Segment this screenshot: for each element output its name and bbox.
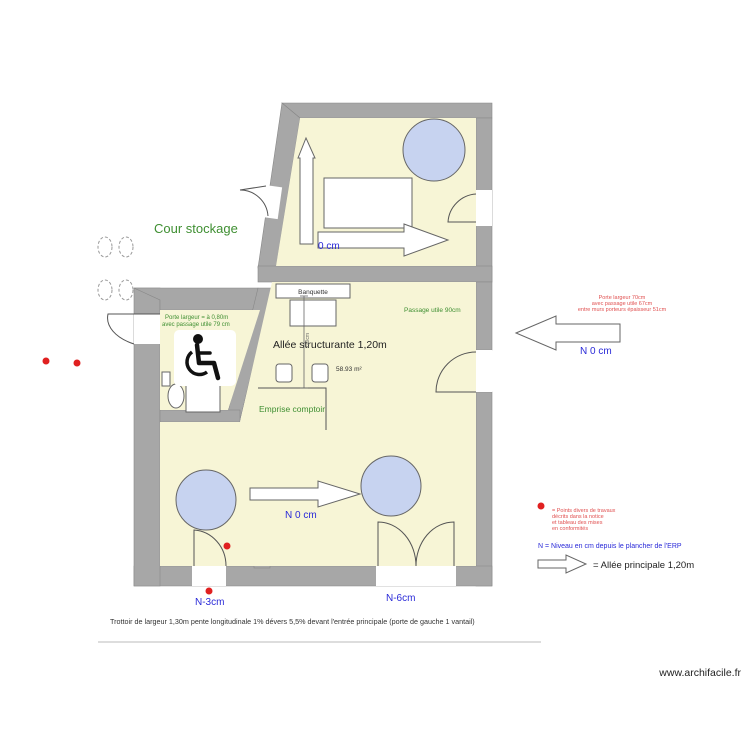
footer-note: Trottoir de largeur 1,30m pente longitud… [110,617,475,626]
label-porte-largeur-l1: Porte largeur = à 0,80m [165,315,228,321]
label-porte-largeur-l2: avec passage utile 79 cm [162,322,230,328]
doors [107,185,477,567]
label-cour-stockage: Cour stockage [154,221,238,236]
direction-arrow [297,136,316,245]
stool-right [311,363,329,383]
wc-sink [161,371,171,387]
label-porte-right-l1: Porte largeur 70cm [599,295,646,301]
door-entrance-right-b [415,521,455,567]
stool-left [275,363,293,383]
door-openings [134,184,492,586]
red-points [42,357,545,595]
level-main-room: N 0 cm [285,510,317,521]
door-upper-right [447,193,477,223]
red-point-marker [537,502,545,510]
legend-niveau: N = Niveau en cm depuis le plancher de l… [538,543,682,550]
legend-travaux-l1: = Points divers de travaux [552,508,616,514]
wall-middle [257,265,493,283]
banquette-table [289,299,337,327]
banquette-bench [275,283,351,299]
legend-travaux-l3: et tableau des mises [552,520,603,526]
wc-toilet [167,383,185,409]
wall-main-right-lower [475,391,493,587]
table-round [360,455,422,517]
level-upper-room: 0 cm [318,241,340,252]
door-entrance-right-a [377,521,417,567]
legend-allee-principale: = Allée principale 1,20m [593,560,694,571]
label-passage-utile: Passage utile 90cm [404,307,461,314]
label-surface: 58.93 m² [336,366,362,373]
label-allee-structurante: Allée structurante 1,20m [273,339,387,351]
level-left-door: N-3cm [195,597,224,608]
level-right-entrance: N 0 cm [580,346,612,357]
label-porte-right-l3: entre murs porteurs épaisseur 51cm [578,307,667,313]
red-point-marker [205,587,213,595]
direction-arrow [514,315,621,351]
wc-counter [185,381,221,413]
label-banquette: Banquette [298,289,328,296]
arrows [249,136,621,574]
level-right-door: N-6cm [386,593,415,604]
door-upper-left [239,185,269,217]
table-round [175,469,237,531]
counter-outline [258,387,327,430]
table-rect-upper [323,177,413,229]
label-allee-height: 120cm [305,333,311,348]
direction-arrow [249,480,362,508]
allee-dimension [300,295,308,389]
label-porte-right-l2: avec passage utile 67cm [592,301,653,307]
wall-upper-top [281,102,493,119]
red-point-marker [223,542,231,550]
legend-travaux-l4: en conformités [552,526,588,532]
direction-arrow [537,554,588,574]
direction-arrow [317,223,450,257]
storage-court-symbols [97,236,134,301]
door-main-right [435,351,477,393]
watermark: www.archifacile.fr [658,667,741,679]
wheelchair-icon [174,330,236,386]
door-wc [107,313,160,345]
red-point-marker [42,357,50,365]
furniture [161,118,466,531]
label-emprise-comptoir: Emprise comptoir [259,404,325,414]
wall-main-right-upper [475,281,493,351]
red-point-marker [73,359,81,367]
legend-travaux-l2: décrits dans la notice [552,514,604,520]
door-entrance-left [193,529,227,567]
table-round [402,118,466,182]
